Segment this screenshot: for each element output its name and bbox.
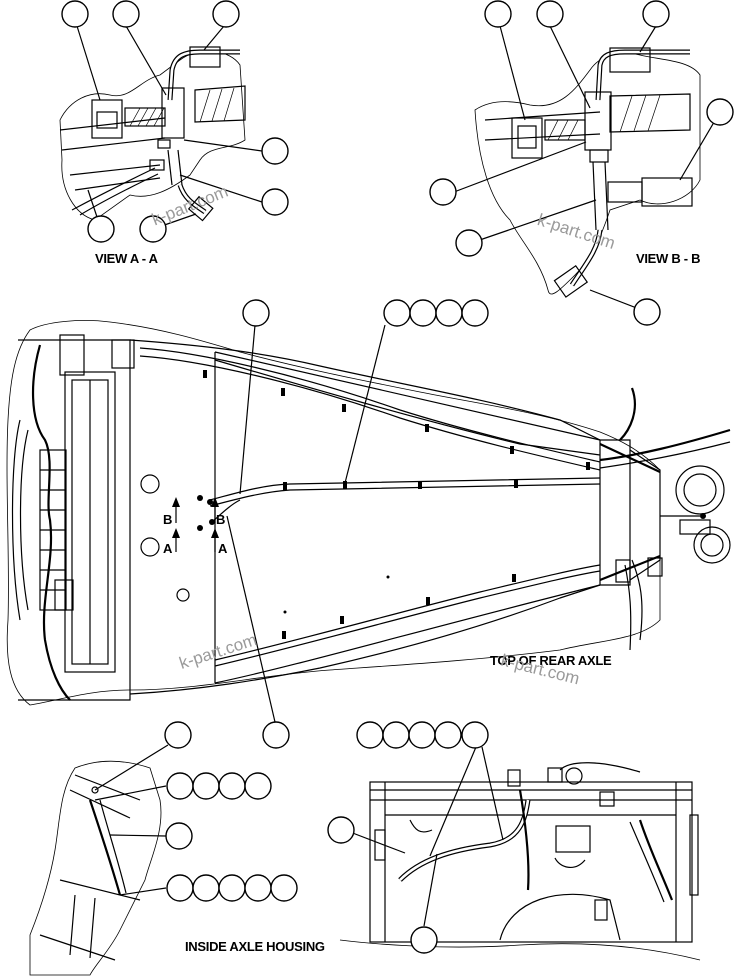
callout-balloon [642,0,670,28]
callout-balloon [382,721,410,749]
callout-balloon [409,299,437,327]
callout-balloon [165,822,193,850]
main-axle-view [6,320,731,706]
callout-balloon [461,299,489,327]
housing-interior-callouts [327,721,504,954]
callout-balloon [327,816,355,844]
callout-balloon [166,874,194,902]
callout-balloon [164,721,192,749]
callout-balloon [455,229,483,257]
callout-balloon [429,178,457,206]
callout-balloon [112,0,140,28]
callout-balloon [192,874,220,902]
callout-balloon [87,215,115,243]
callout-balloon [461,721,489,749]
callout-balloon [408,721,436,749]
callout-balloon [435,299,463,327]
callout-balloon [61,0,89,28]
view-a-label: VIEW A - A [95,251,158,266]
callout-balloon [536,0,564,28]
view-b-label: VIEW B - B [636,251,701,266]
main-view-callouts [226,299,489,749]
callout-balloon [218,772,246,800]
top-rear-axle-label: TOP OF REAR AXLE [490,653,612,668]
section-marker-a-right: A [218,541,228,556]
callout-balloon [261,188,289,216]
inside-axle-housing-label: INSIDE AXLE HOUSING [185,939,325,954]
section-marker-b-right: B [216,512,226,527]
callout-balloon [706,98,734,126]
callout-balloon [410,926,438,954]
inside-axle-housing-detail [29,760,162,976]
callout-balloon [633,298,661,326]
callout-balloon [262,721,290,749]
callout-balloon [192,772,220,800]
callout-balloon [244,772,272,800]
callout-balloon [244,874,272,902]
view-a-a-callouts [61,0,289,243]
callout-balloon [434,721,462,749]
callout-balloon [270,874,298,902]
section-marker-a-left: A [163,541,173,556]
view-b-b-callouts [429,0,734,326]
callout-balloon [212,0,240,28]
callout-balloon [261,137,289,165]
callout-balloon [218,874,246,902]
callout-balloon [383,299,411,327]
callout-balloon [242,299,270,327]
inside-axle-callouts [94,721,298,902]
callout-balloon [166,772,194,800]
callout-balloon [139,215,167,243]
section-marker-b-left: B [163,512,173,527]
housing-interior-detail [339,762,701,961]
callout-balloon [356,721,384,749]
view-b-b-detail [474,47,701,298]
callout-balloon [484,0,512,28]
view-a-a-detail [59,46,246,222]
